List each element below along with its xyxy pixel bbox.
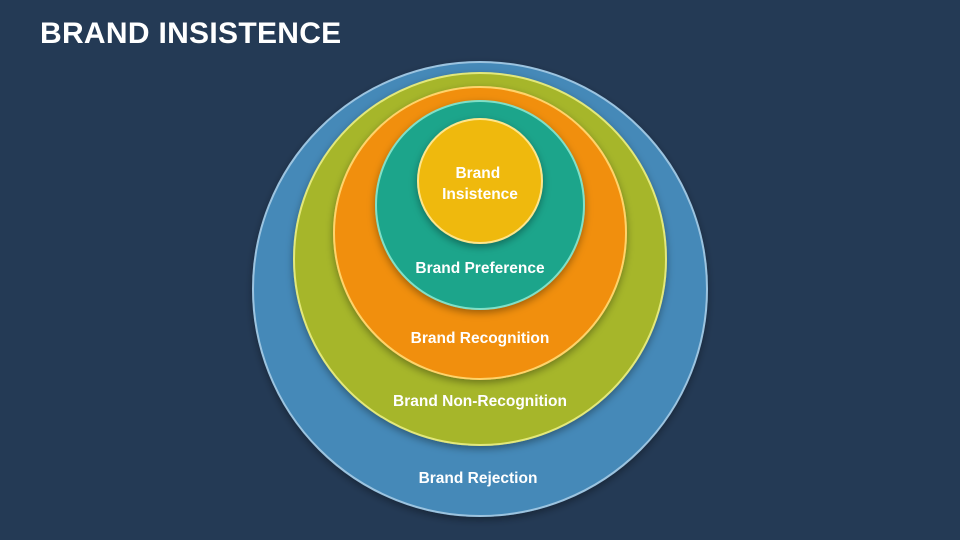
ring-brand-insistence [417, 118, 543, 244]
label-brand-insistence-line-2: Insistence [442, 186, 518, 203]
label-brand-insistence-line-1: Brand [455, 165, 500, 182]
label-brand-recognition: Brand Recognition [411, 330, 550, 347]
label-brand-preference: Brand Preference [415, 260, 545, 277]
slide-title: BRAND INSISTENCE [40, 17, 342, 50]
label-brand-insistence: Brand Insistence [442, 165, 518, 203]
label-brand-rejection: Brand Rejection [419, 470, 538, 487]
label-brand-non-recognition: Brand Non-Recognition [393, 393, 567, 410]
